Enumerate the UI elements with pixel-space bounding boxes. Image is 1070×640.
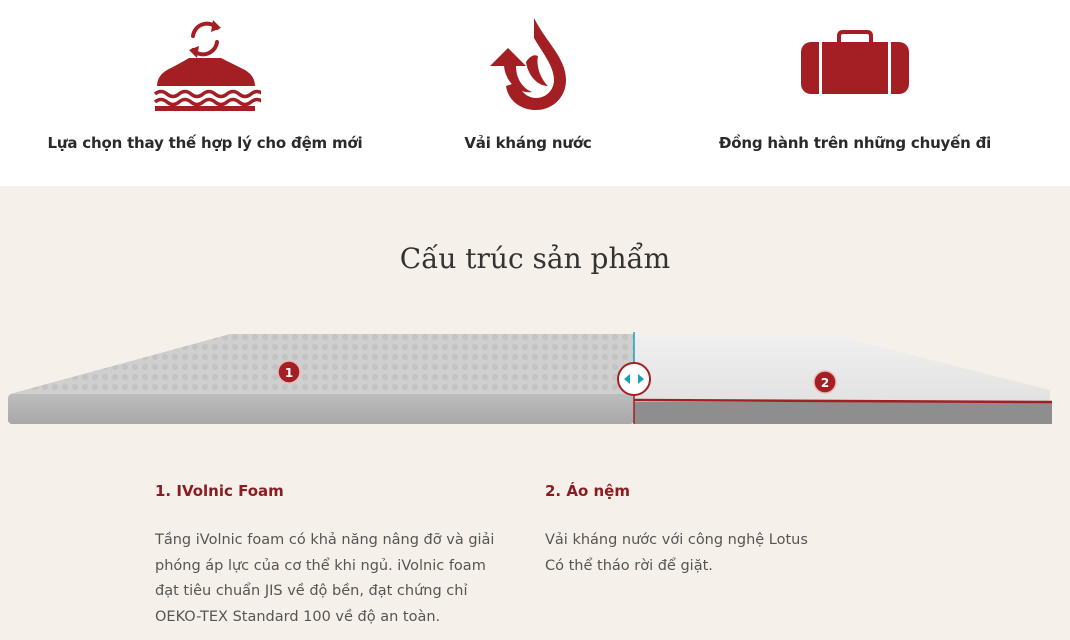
text-line: phóng áp lực của cơ thể khi ngủ. iVolnic…	[155, 557, 486, 574]
mattress-refresh-icon	[153, 20, 261, 111]
chevron-right-icon	[638, 374, 644, 384]
feature-travel: Đồng hành trên những chuyến đi	[695, 0, 1015, 186]
text-line: đạt tiêu chuẩn JIS về độ bền, đạt chứng …	[155, 583, 468, 599]
layer-marker-1[interactable]: 1	[277, 360, 301, 384]
layer-description-cover: 2. Áo nệm Vải kháng nước với công nghệ L…	[545, 482, 865, 579]
layer-text: Vải kháng nước với công nghệ Lotus Có th…	[545, 528, 865, 579]
text-line: Có thể tháo rời để giặt.	[545, 557, 713, 574]
feature-replacement: Lựa chọn thay thế hợp lý cho đệm mới	[45, 0, 365, 186]
layer-title: 1. IVolnic Foam	[155, 482, 284, 500]
text-line: Vải kháng nước với công nghệ Lotus	[545, 532, 808, 548]
feature-label: Lựa chọn thay thế hợp lý cho đệm mới	[47, 134, 363, 152]
layer-marker-2[interactable]: 2	[813, 370, 837, 394]
cover-piping	[633, 398, 1053, 404]
chevron-left-icon	[624, 374, 630, 384]
layer-description-foam: 1. IVolnic Foam Tầng iVolnic foam có khả…	[155, 482, 515, 630]
cover-layer	[634, 334, 1050, 402]
marker-label: 1	[285, 366, 293, 380]
layer-title: 2. Áo nệm	[545, 482, 630, 500]
product-structure-section: Cấu trúc sản phẩm	[0, 186, 1070, 640]
feature-waterproof: Vải kháng nước	[368, 0, 688, 186]
section-title: Cấu trúc sản phẩm	[399, 242, 671, 275]
feature-label: Đồng hành trên những chuyến đi	[718, 134, 992, 152]
comparison-slider-handle[interactable]	[617, 362, 651, 396]
marker-label: 2	[821, 376, 829, 390]
cover-layer-side	[634, 402, 1052, 424]
features-row: Lựa chọn thay thế hợp lý cho đệm mới Vải…	[0, 0, 1070, 186]
feature-label: Vải kháng nước	[464, 134, 592, 152]
text-line: Tầng iVolnic foam có khả năng nâng đỡ và…	[155, 532, 495, 548]
layer-text: Tầng iVolnic foam có khả năng nâng đỡ và…	[155, 528, 515, 630]
suitcase-icon	[801, 30, 909, 94]
text-line: OEKO-TEX Standard 100 về độ an toàn.	[155, 608, 441, 625]
foam-layer-side	[8, 394, 634, 424]
mattress-illustration: 1 2	[8, 332, 1053, 424]
water-drop-icon	[490, 18, 566, 110]
foam-layer	[10, 334, 634, 396]
